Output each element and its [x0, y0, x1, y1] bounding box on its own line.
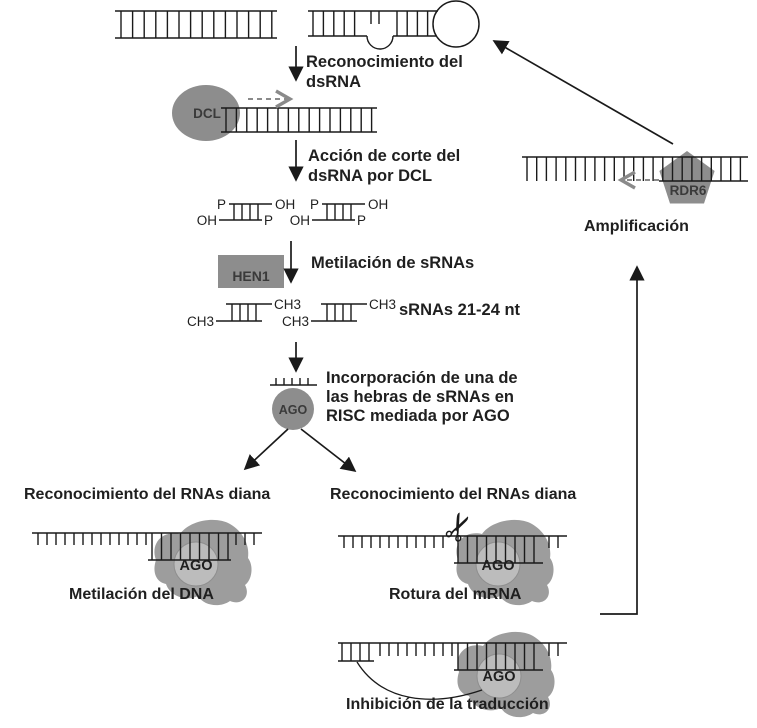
rna-strand-layer — [32, 10, 748, 671]
ago-label-left-complex: AGO — [179, 558, 212, 574]
label-srna-size: sRNAs 21-24 nt — [399, 301, 521, 319]
label-cleavage-line2: dsRNA por DCL — [308, 167, 432, 185]
frag2-top-right-oh: OH — [368, 197, 388, 212]
rdr6-label: RDR6 — [670, 183, 707, 198]
frag1-top-right-oh: OH — [275, 197, 295, 212]
ago-circle — [173, 541, 219, 587]
label-incorporation-line2: las hebras de sRNAs en — [326, 388, 514, 406]
arrow-amplification-feedback — [492, 40, 674, 145]
ago-label-right-complex: AGO — [481, 558, 514, 574]
frag2-bottom-right-p: P — [357, 213, 366, 228]
ago-complex-translation-inhibition — [457, 631, 555, 718]
frag2-bottom-left-oh: OH — [290, 213, 310, 228]
label-dna-methylation: Metilación del DNA — [69, 586, 214, 603]
arrow-branch-left — [243, 428, 289, 471]
arrow-layer — [243, 40, 674, 700]
label-amplification: Amplificación — [584, 218, 689, 235]
srna2-top-ch3: CH3 — [369, 297, 396, 312]
label-translation-inhibition: Inhibición de la traducción — [346, 696, 549, 713]
hen1-enzyme-shape — [218, 255, 284, 288]
label-methylation: Metilación de sRNAs — [311, 254, 474, 272]
dcl-enzyme-shape — [172, 85, 240, 141]
ago-risc-label: AGO — [279, 403, 308, 417]
label-incorporation-line3: RISC mediada por AGO — [326, 407, 510, 425]
frag2-top-left-p: P — [310, 197, 319, 212]
shape-layer — [154, 0, 715, 718]
label-cleavage-line1: Acción de corte del — [308, 147, 460, 165]
label-target-recognition-right: Reconocimiento del RNAs diana — [330, 486, 576, 503]
hairpin-loop — [432, 0, 480, 48]
label-layer: Reconocimiento del dsRNA Acción de corte… — [24, 53, 707, 713]
dcl-label: DCL — [193, 106, 221, 121]
frag1-top-left-p: P — [217, 197, 226, 212]
ago-label-bottom-complex: AGO — [482, 669, 515, 685]
arrow-branch-right — [300, 428, 357, 473]
label-recognition-line1: Reconocimiento del — [306, 53, 463, 71]
label-target-recognition-left: Reconocimiento del RNAs diana — [24, 486, 270, 503]
srna2-bottom-ch3: CH3 — [282, 314, 309, 329]
srna1-top-ch3: CH3 — [274, 297, 301, 312]
ago-risc-shape — [272, 388, 314, 430]
label-recognition-line2: dsRNA — [306, 73, 361, 91]
label-incorporation-line1: Incorporación de una de — [326, 369, 518, 387]
ago-complex-dna-methylation — [154, 519, 252, 606]
translation-inhibition-loop — [356, 661, 483, 700]
ago-circle — [476, 653, 522, 699]
frag1-bottom-left-oh: OH — [197, 213, 217, 228]
hen1-label: HEN1 — [232, 268, 270, 284]
arrow-to-amplification — [600, 265, 645, 615]
srna1-bottom-ch3: CH3 — [187, 314, 214, 329]
frag1-bottom-right-p: P — [264, 213, 273, 228]
label-mrna-cleavage: Rotura del mRNA — [389, 586, 522, 603]
hairpin-bulge — [366, 35, 394, 50]
